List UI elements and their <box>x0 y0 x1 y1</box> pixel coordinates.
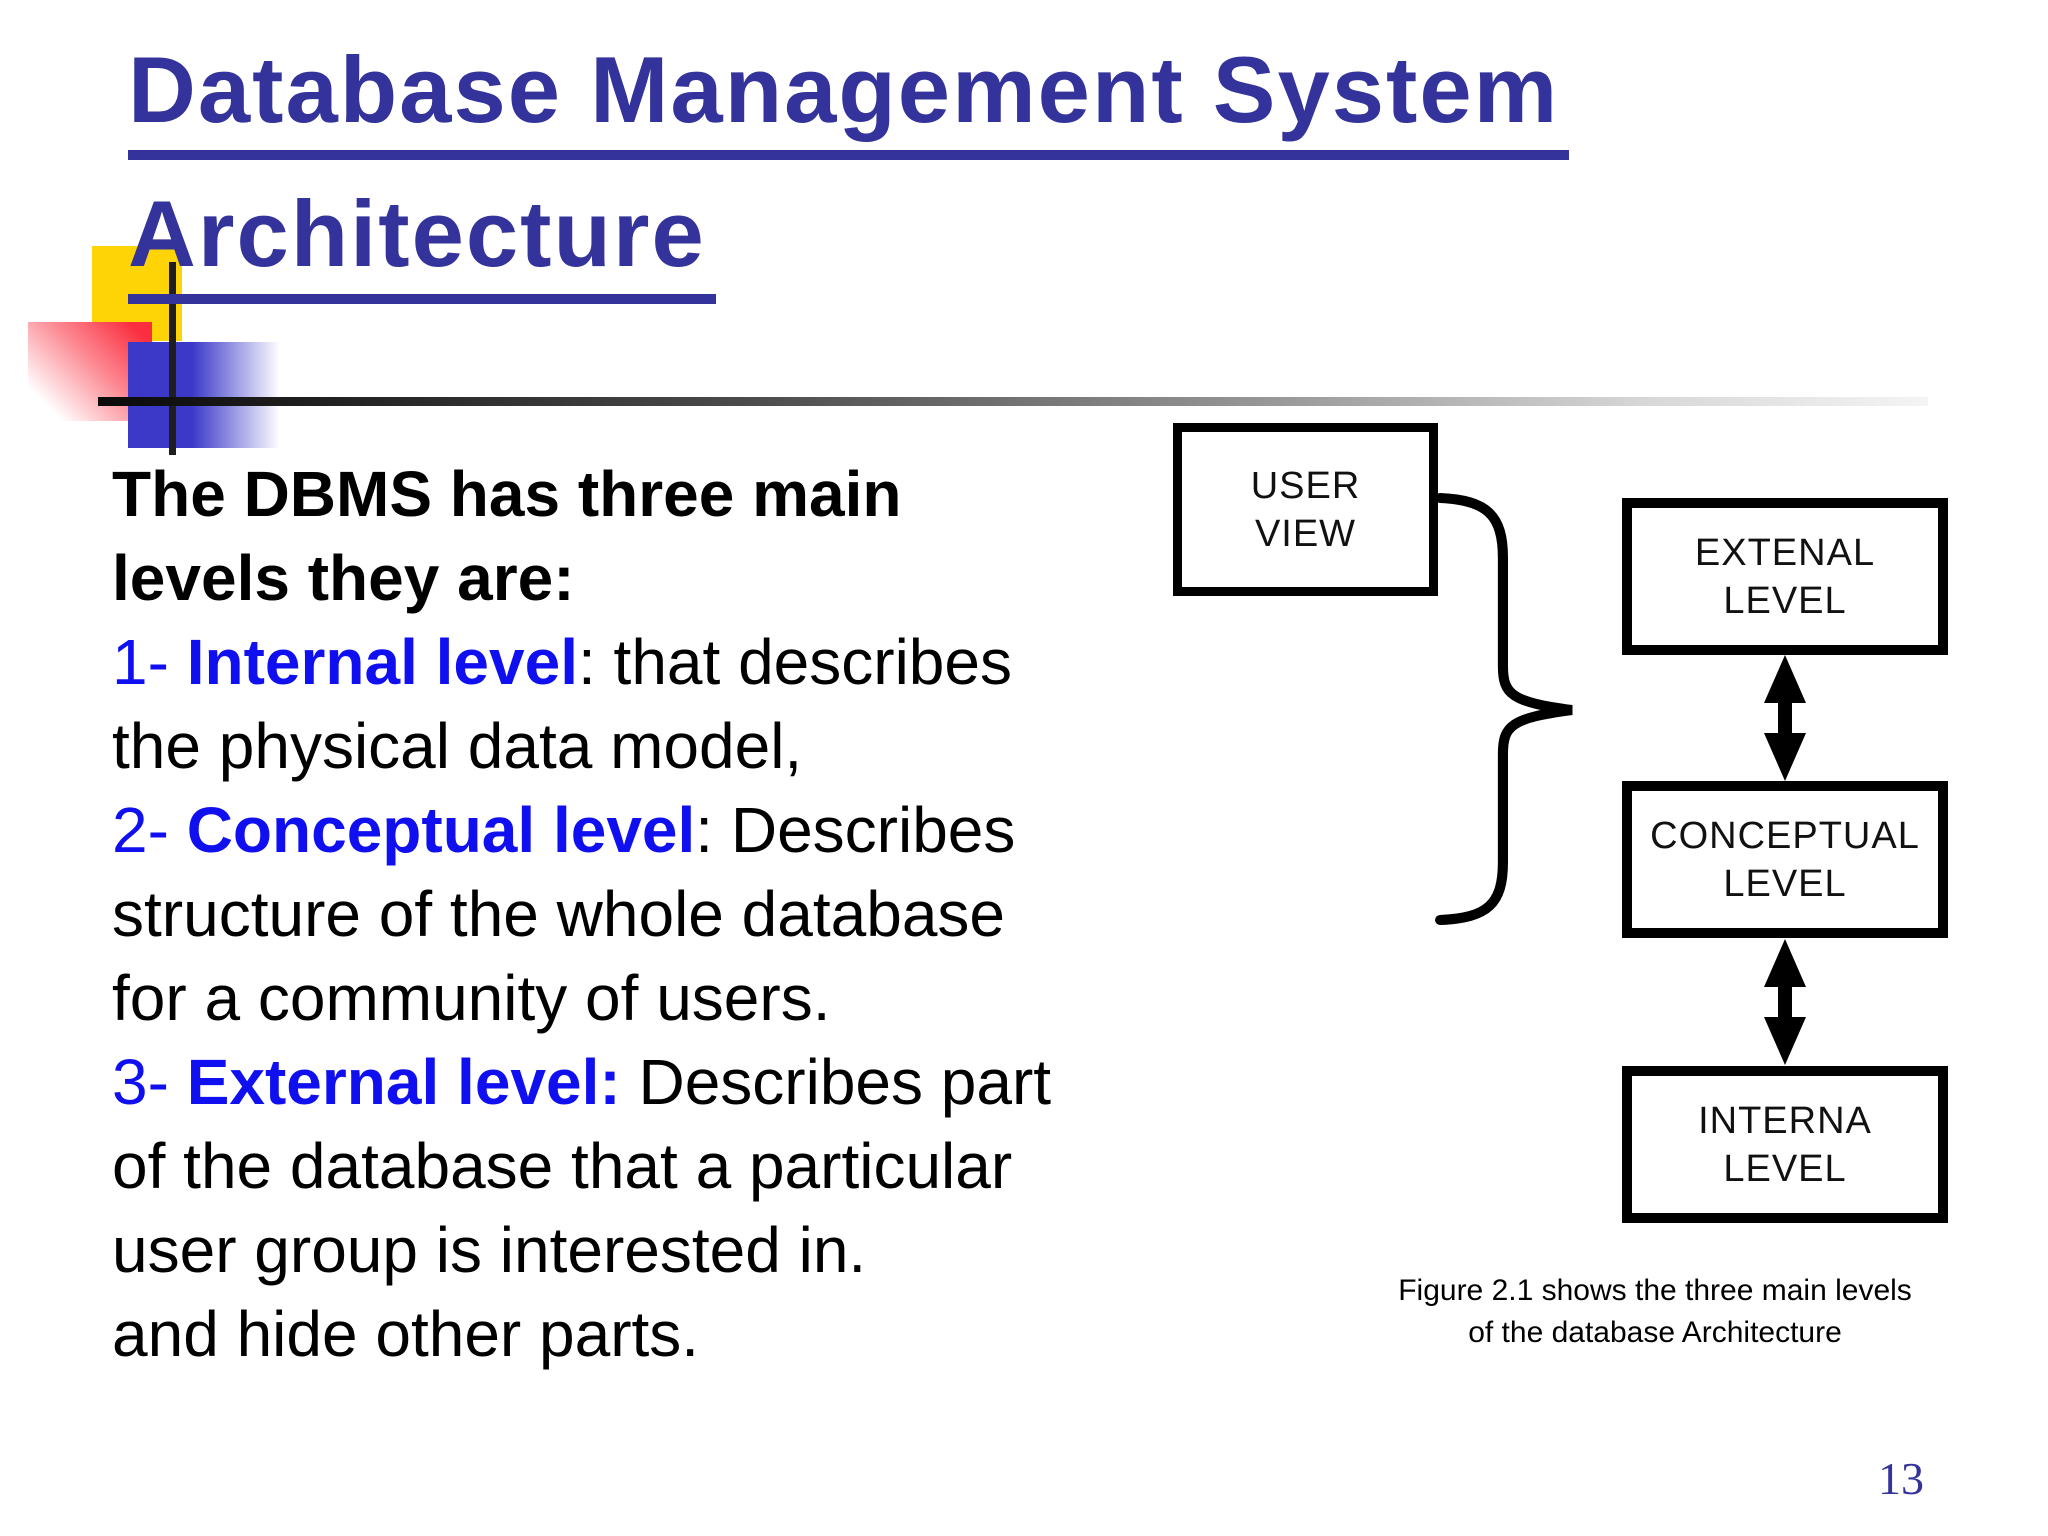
user-view-label-line1: USER <box>1250 464 1361 507</box>
body-text-segment: user group is interested in. <box>112 1214 867 1286</box>
curly-brace-icon <box>1435 493 1573 925</box>
body-text-segment: : that describes <box>577 626 1012 698</box>
body-text-segment: of the database that a particular <box>112 1130 1013 1202</box>
body-line: the physical data model, <box>112 704 1232 788</box>
page-number: 13 <box>1878 1453 1924 1504</box>
user-view-label-line2: VIEW <box>1254 512 1357 555</box>
body-line: 1- Internal level: that describes <box>112 620 1232 704</box>
external-level-label-line2: LEVEL <box>1723 579 1847 622</box>
body-text-segment: levels they are: <box>112 542 575 614</box>
figure-caption: Figure 2.1 shows the three main levels o… <box>1330 1270 1980 1354</box>
body-text: The DBMS has three main levels they are:… <box>112 452 1232 1376</box>
body-text-segment: Describes part <box>620 1046 1052 1118</box>
body-text-segment: The DBMS has three main <box>112 458 902 530</box>
double-arrow-icon <box>1764 655 1806 781</box>
term-external-level: External level: <box>186 1046 621 1118</box>
body-text-segment: : Describes <box>695 794 1016 866</box>
user-view-box: USER VIEW <box>1173 423 1438 596</box>
decor-gradient-rule <box>98 397 1928 406</box>
body-line: and hide other parts. <box>112 1292 1232 1376</box>
internal-level-label-line1: INTERNA <box>1698 1099 1872 1142</box>
body-line: levels they are: <box>112 536 1232 620</box>
body-text-segment: and hide other parts. <box>112 1298 700 1370</box>
decor-vertical-line <box>169 262 176 455</box>
body-line: The DBMS has three main <box>112 452 1232 536</box>
internal-level-box: INTERNA LEVEL <box>1622 1066 1948 1223</box>
body-line: 3- External level: Describes part <box>112 1040 1232 1124</box>
term-conceptual-level: Conceptual level <box>186 794 696 866</box>
conceptual-level-box: CONCEPTUAL LEVEL <box>1622 781 1948 938</box>
page-title-line2: Architecture <box>128 186 716 305</box>
body-line: of the database that a particular <box>112 1124 1232 1208</box>
double-arrow-icon <box>1764 939 1806 1065</box>
body-line: for a community of users. <box>112 956 1232 1040</box>
list-number: 1- <box>112 626 187 698</box>
figure-caption-line2: of the database Architecture <box>1468 1316 1842 1349</box>
decor-blue-gradient-square <box>128 342 288 448</box>
body-text-segment: structure of the whole database <box>112 878 1005 950</box>
body-line: user group is interested in. <box>112 1208 1232 1292</box>
list-number: 2- <box>112 794 187 866</box>
page-title-line1: Database Management System <box>128 42 1570 161</box>
body-line: structure of the whole database <box>112 872 1232 956</box>
internal-level-label-line2: LEVEL <box>1723 1147 1847 1190</box>
list-number: 3- <box>112 1046 187 1118</box>
term-internal-level: Internal level <box>186 626 578 698</box>
body-text-segment: the physical data model, <box>112 710 803 782</box>
figure-caption-line1: Figure 2.1 shows the three main levels <box>1398 1274 1912 1307</box>
external-level-box: EXTENAL LEVEL <box>1622 498 1948 655</box>
conceptual-level-label-line1: CONCEPTUAL <box>1650 814 1920 857</box>
body-text-segment: for a community of users. <box>112 962 831 1034</box>
body-line: 2- Conceptual level: Describes <box>112 788 1232 872</box>
external-level-label-line1: EXTENAL <box>1694 531 1876 574</box>
conceptual-level-label-line2: LEVEL <box>1723 862 1847 905</box>
